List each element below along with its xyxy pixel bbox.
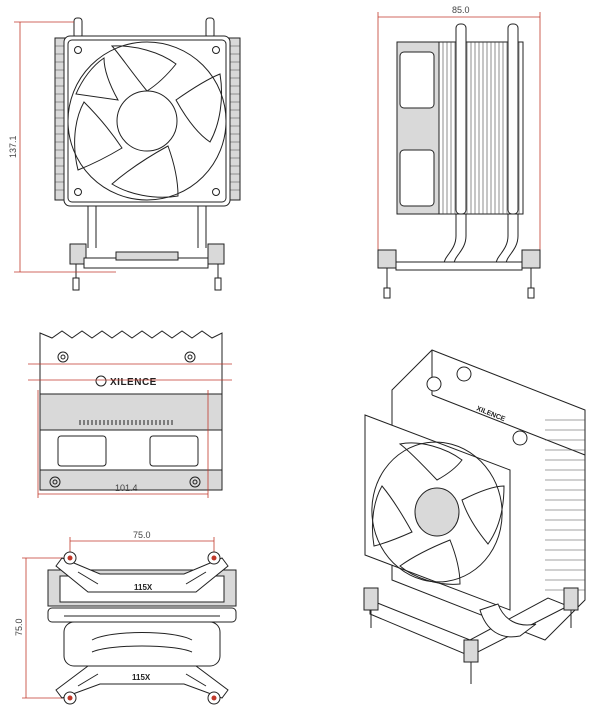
dimension-front-height: 137.1 — [8, 21, 116, 273]
fan-screw-hole — [74, 188, 82, 196]
top-fan-band — [39, 393, 223, 431]
bracket-view: 75.0 75.0 115X 115X — [14, 530, 237, 705]
dimension-bracket-width: 75.0 — [69, 530, 215, 556]
dimension-top-width: 101.4 — [28, 363, 232, 498]
dimension-side-width: 85.0 — [377, 5, 541, 252]
bracket-top-arm — [55, 557, 229, 593]
bracket-bottom-label: 115X — [132, 673, 151, 682]
side-base-plate — [395, 261, 523, 271]
side-spring-right — [521, 249, 541, 269]
front-view: 137.1 — [8, 17, 241, 291]
top-fin-plate — [39, 330, 223, 395]
dimension-top-width-label: 101.4 — [115, 483, 138, 493]
fan-screw-hole — [212, 46, 220, 54]
bracket-heatpipe-band — [47, 607, 237, 623]
top-view: XILENCE 101.4 — [28, 330, 232, 498]
bracket-screws — [63, 551, 221, 705]
dimension-bracket-width-label: 75.0 — [133, 530, 151, 540]
front-fan-ring — [67, 41, 227, 201]
iso-springs — [363, 587, 579, 684]
front-spring-right — [207, 243, 225, 265]
bracket-bottom-arm — [55, 665, 229, 699]
front-heatpipes — [87, 206, 207, 248]
top-brand-logo: XILENCE — [95, 375, 157, 388]
front-heatpipe-cap-right — [205, 17, 215, 39]
dimension-side-width-label: 85.0 — [452, 5, 470, 15]
front-fan-hub — [116, 90, 178, 152]
iso-fan-blades — [371, 442, 505, 585]
side-view: 85.0 — [377, 5, 541, 299]
iso-heatpipe-bend — [479, 603, 537, 638]
dimension-bracket-height: 75.0 — [14, 557, 66, 699]
top-brand-text: XILENCE — [110, 377, 157, 388]
iso-heatpipe-cap — [426, 376, 442, 392]
isometric-view: XILENCE — [363, 349, 586, 684]
side-heatpipe-left — [455, 23, 467, 215]
dimension-front-height-label: 137.1 — [8, 135, 18, 158]
side-heatpipe-right — [507, 23, 519, 215]
dimension-bracket-height-label: 75.0 — [14, 618, 24, 636]
fan-screw-hole — [74, 46, 82, 54]
fan-screw-hole — [212, 188, 220, 196]
bracket-top-label: 115X — [134, 583, 153, 592]
front-fan-blades — [74, 45, 223, 198]
front-spring-left — [69, 243, 87, 265]
front-heatpipe-cap-left — [73, 17, 83, 39]
bracket-base-plate — [63, 621, 221, 667]
side-spring-left — [377, 249, 397, 269]
